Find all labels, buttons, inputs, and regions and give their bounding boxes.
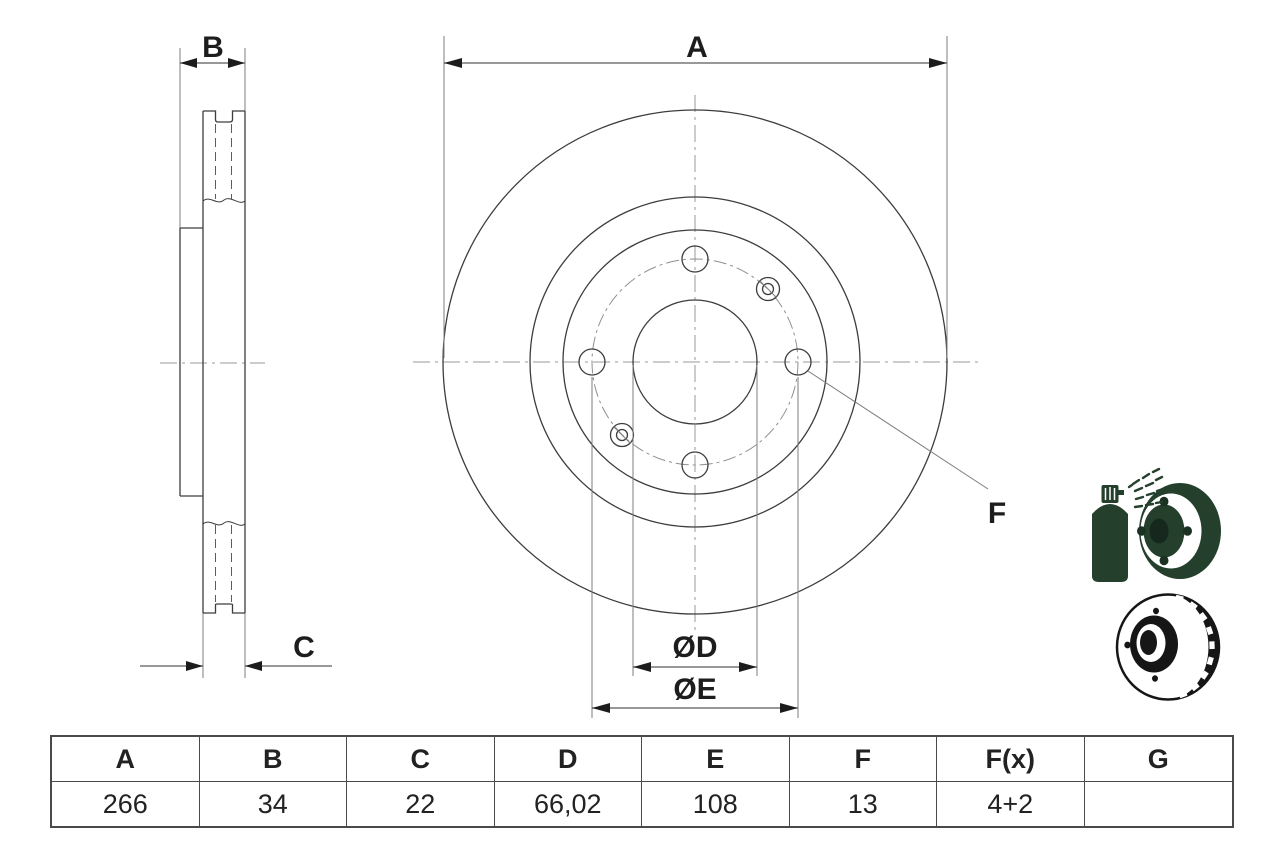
table-value-a: 266: [52, 782, 200, 826]
coated-disc-bolt-hole: [1159, 496, 1169, 507]
table-value-c: 22: [347, 782, 495, 826]
bolt-hole-bottom: [681, 451, 709, 479]
table-header-b: B: [199, 737, 347, 782]
coated-disc-bolt-hole: [1183, 526, 1192, 536]
front-view: A ØD ØE F: [413, 31, 1006, 718]
disc-outer-diameter-circle: [442, 109, 948, 615]
arrowhead: [186, 661, 203, 671]
ring-top-edge-vent-notch: [203, 110, 245, 123]
friction-band-inner-circle: [529, 196, 861, 528]
table-header-e: E: [642, 737, 790, 782]
coated-disc-bolt-hole: [1159, 555, 1169, 566]
spray-droplets: [1127, 467, 1165, 509]
pin-hole-upper-right: [755, 276, 781, 302]
vented-disc-icon: [1115, 593, 1221, 701]
spray-can-cap-detail: [1104, 487, 1116, 500]
spray-can-body: [1092, 504, 1128, 582]
table-value-b: 34: [200, 782, 347, 826]
vented-disc-bolt-hole: [1152, 675, 1158, 682]
bolt-circle-centerline: [591, 258, 799, 466]
arrowhead: [228, 58, 245, 68]
arrowhead: [780, 703, 798, 713]
center-bore-circle: [632, 299, 758, 425]
arrowhead: [929, 58, 947, 68]
table-header-a: A: [52, 737, 200, 782]
table-value-fx: 4+2: [937, 782, 1085, 826]
arrowhead: [245, 661, 262, 671]
break-line-bottom: [202, 521, 246, 526]
arrowhead: [592, 703, 610, 713]
dim-label-b: B: [202, 31, 224, 64]
dim-label-c: C: [293, 631, 315, 664]
table-header-f: F: [789, 737, 937, 782]
arrowhead: [180, 58, 197, 68]
table-value-f: 13: [790, 782, 937, 826]
pin-hole-lower-left: [609, 422, 635, 448]
vent-slots: [1175, 594, 1215, 699]
dim-label-e: ØE: [673, 673, 716, 706]
vented-disc-bore: [1140, 630, 1157, 655]
dim-label-f: F: [988, 497, 1006, 530]
spray-nozzle: [1118, 490, 1124, 495]
dim-label-a: A: [686, 31, 708, 64]
table-header-d: D: [494, 737, 642, 782]
table-header-c: C: [347, 737, 495, 782]
leader-line-f: [807, 370, 989, 490]
bolt-hole-right: [784, 348, 812, 376]
coated-disc-bolt-hole: [1137, 526, 1146, 536]
arrowhead: [739, 662, 757, 672]
arrowhead: [633, 662, 651, 672]
coated-disc-icon: [1092, 467, 1221, 582]
ring-bottom-edge-vent-notch: [203, 603, 245, 614]
dimension-table: A B C D E F F(x) G 266 34 22 66,02 108 1…: [50, 735, 1234, 828]
arrowhead: [444, 58, 462, 68]
side-view: B C: [140, 31, 332, 678]
table-header-g: G: [1084, 737, 1232, 782]
hat-outer-circle: [562, 229, 828, 495]
break-line-top: [202, 198, 246, 203]
table-header-fx: F(x): [937, 737, 1085, 782]
dim-label-d: ØD: [673, 631, 718, 664]
table-value-g: [1085, 782, 1233, 826]
bolt-hole-top: [681, 245, 709, 273]
vented-disc-bolt-hole: [1124, 641, 1131, 649]
table-value-d: 66,02: [495, 782, 642, 826]
vented-disc-bolt-hole: [1153, 607, 1159, 615]
coated-disc-bore: [1149, 518, 1169, 544]
bolt-hole-left: [578, 348, 606, 376]
table-value-e: 108: [642, 782, 790, 826]
